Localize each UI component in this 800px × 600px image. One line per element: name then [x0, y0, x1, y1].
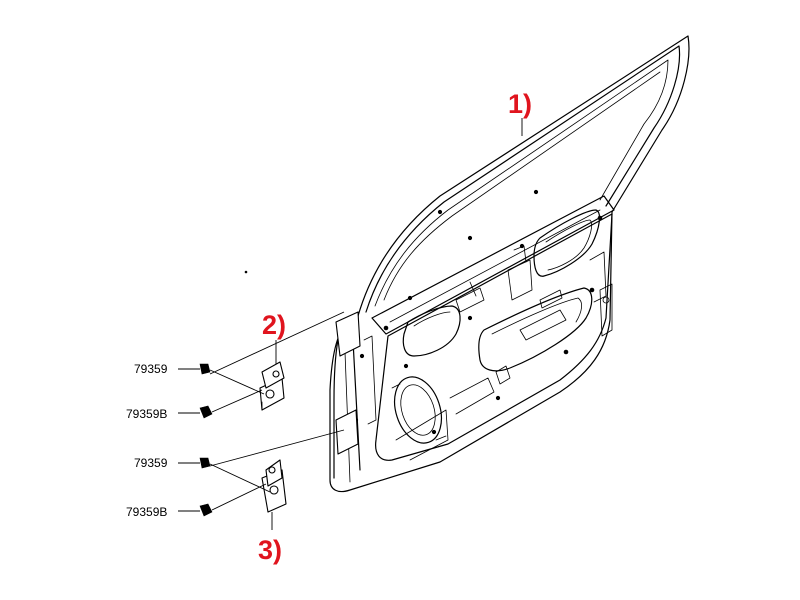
callout-2-label: 2)	[262, 310, 286, 340]
bolt-upper-a	[178, 363, 265, 395]
part-code-upper-b: 79359B	[126, 407, 167, 421]
front-door-panel	[244, 35, 690, 493]
lower-door-hinge	[209, 429, 345, 513]
part-code-upper-a: 79359	[134, 362, 168, 376]
part-code-lower-a: 79359	[134, 456, 168, 470]
callout-3-label: 3)	[258, 535, 282, 565]
callout-1-label: 1)	[508, 89, 532, 119]
bolt-upper-b	[178, 389, 263, 419]
bolt-lower-b	[178, 483, 267, 517]
upper-door-hinge	[209, 311, 345, 411]
bolt-lower-a	[178, 457, 271, 493]
part-code-lower-b: 79359B	[126, 505, 167, 519]
